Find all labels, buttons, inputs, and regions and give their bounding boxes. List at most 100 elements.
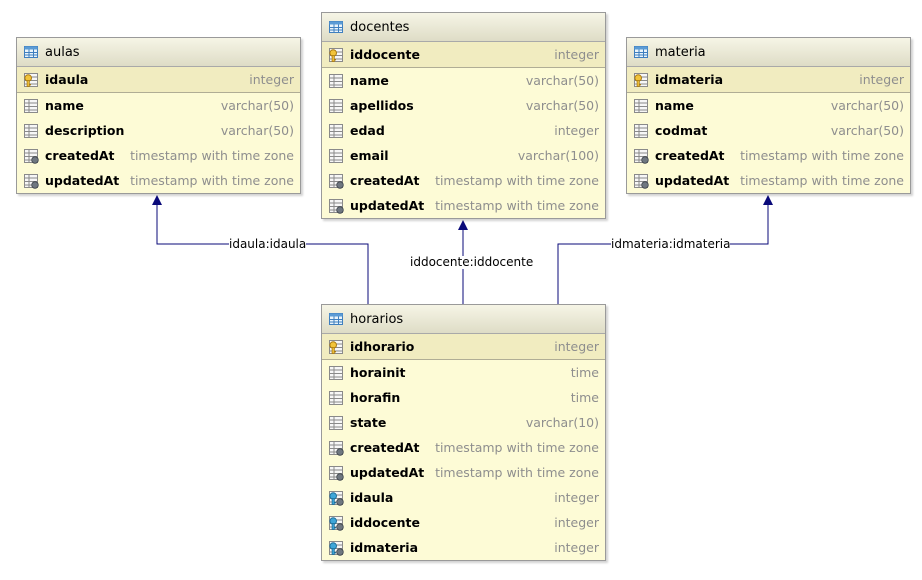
column-icon	[328, 123, 344, 139]
column-type: integer	[554, 47, 599, 62]
column-row-idhorario[interactable]: idhorario integer	[322, 334, 605, 360]
relation-label-idaula: idaula:idaula	[229, 237, 307, 251]
table-icon	[328, 311, 344, 327]
column-name: idhorario	[350, 339, 415, 354]
column-row-createdat[interactable]: createdAt timestamp with time zone	[322, 435, 605, 460]
table-name: materia	[655, 44, 706, 60]
arrowhead-icon	[763, 195, 773, 205]
arrowhead-icon	[458, 220, 468, 230]
column-type: timestamp with time zone	[435, 198, 599, 213]
column-name: codmat	[655, 123, 708, 138]
column-name: updatedAt	[350, 198, 425, 213]
column-name: horafin	[350, 390, 401, 405]
column-type: integer	[554, 540, 599, 555]
column-type: varchar(50)	[830, 123, 904, 138]
column-name: apellidos	[350, 98, 414, 113]
relation-label-idmateria: idmateria:idmateria	[611, 237, 731, 251]
column-row-updatedat[interactable]: updatedAt timestamp with time zone	[322, 193, 605, 218]
column-type: varchar(50)	[525, 98, 599, 113]
column-name: updatedAt	[350, 465, 425, 480]
column-icon	[23, 123, 39, 139]
primary-key-icon	[633, 72, 649, 88]
column-row-codmat[interactable]: codmat varchar(50)	[627, 118, 910, 143]
column-name: idmateria	[350, 540, 419, 555]
table-header[interactable]: docentes	[322, 13, 605, 42]
column-type: integer	[554, 515, 599, 530]
primary-key-icon	[23, 72, 39, 88]
column-name: email	[350, 148, 389, 163]
table-header[interactable]: horarios	[322, 305, 605, 334]
column-icon	[328, 415, 344, 431]
table-header[interactable]: materia	[627, 38, 910, 67]
column-row-email[interactable]: email varchar(100)	[322, 143, 605, 168]
column-row-idmateria[interactable]: idmateria integer	[322, 535, 605, 560]
column-name: iddocente	[350, 515, 421, 530]
relation-line-idaula[interactable]	[156, 204, 369, 304]
not-null-column-icon	[328, 465, 344, 481]
column-type: varchar(50)	[220, 98, 294, 113]
column-type: integer	[859, 72, 904, 87]
relation-line-idmateria[interactable]	[557, 204, 769, 304]
column-name: state	[350, 415, 387, 430]
column-icon	[23, 98, 39, 114]
column-name: name	[45, 98, 84, 113]
relation-label-iddocente: iddocente:iddocente	[410, 255, 534, 269]
column-type: integer	[554, 123, 599, 138]
column-name: createdAt	[350, 440, 420, 455]
column-row-description[interactable]: description varchar(50)	[17, 118, 300, 143]
column-type: timestamp with time zone	[435, 440, 599, 455]
column-type: varchar(50)	[220, 123, 294, 138]
table-name: aulas	[45, 44, 80, 60]
not-null-column-icon	[328, 173, 344, 189]
column-row-iddocente[interactable]: iddocente integer	[322, 510, 605, 535]
column-type: integer	[554, 339, 599, 354]
table-header[interactable]: aulas	[17, 38, 300, 67]
column-name: edad	[350, 123, 385, 138]
column-type: timestamp with time zone	[740, 173, 904, 188]
column-name: idaula	[350, 490, 394, 505]
column-type: timestamp with time zone	[130, 173, 294, 188]
column-type: varchar(100)	[517, 148, 599, 163]
table-icon	[328, 19, 344, 35]
foreign-key-icon	[328, 540, 344, 556]
column-row-edad[interactable]: edad integer	[322, 118, 605, 143]
not-null-column-icon	[23, 173, 39, 189]
table-icon	[23, 44, 39, 60]
column-row-name[interactable]: name varchar(50)	[17, 93, 300, 118]
column-icon	[328, 148, 344, 164]
column-icon	[328, 390, 344, 406]
column-name: createdAt	[45, 148, 115, 163]
not-null-column-icon	[23, 148, 39, 164]
column-icon	[328, 98, 344, 114]
column-row-apellidos[interactable]: apellidos varchar(50)	[322, 93, 605, 118]
column-name: description	[45, 123, 125, 138]
arrowhead-icon	[152, 195, 162, 205]
not-null-column-icon	[328, 198, 344, 214]
not-null-column-icon	[633, 173, 649, 189]
primary-key-icon	[328, 339, 344, 355]
table-name: horarios	[350, 311, 404, 327]
